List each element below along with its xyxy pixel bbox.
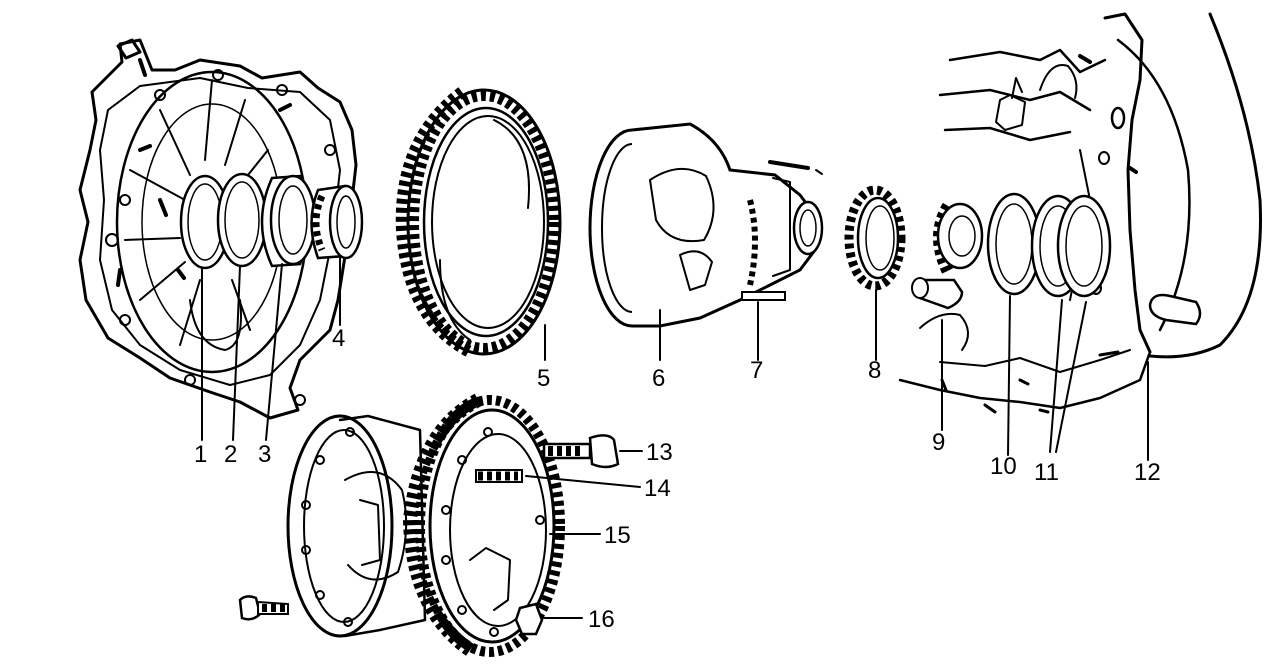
label-part-2: 2 — [224, 441, 237, 468]
part-4-taper-bearing — [310, 184, 364, 260]
part-hub-flange — [286, 414, 427, 638]
label-part-16: 16 — [588, 606, 615, 633]
label-part-3: 3 — [258, 441, 271, 468]
part-8-side-gear — [844, 185, 906, 361]
part-15-final-drive-gear — [402, 393, 565, 657]
part-10-shim — [986, 192, 1042, 456]
transmission-case — [898, 12, 1262, 461]
part-6-differential-housing — [588, 122, 824, 361]
label-part-5: 5 — [537, 365, 550, 392]
label-part-9: 9 — [932, 429, 945, 456]
part-7-pin — [741, 291, 786, 361]
transmission-cover-housing — [78, 38, 358, 420]
part-labels: 1 2 3 4 5 6 7 8 9 10 11 12 13 14 15 16 — [194, 325, 1161, 633]
label-part-13: 13 — [646, 439, 673, 466]
label-part-14: 14 — [644, 475, 671, 502]
part-16-nut — [514, 602, 583, 636]
label-part-15: 15 — [604, 522, 631, 549]
part-14-stud — [475, 469, 641, 488]
label-part-7: 7 — [750, 357, 763, 384]
leader-lines-1-4 — [201, 257, 341, 441]
part-1-shim — [179, 174, 231, 270]
label-part-8: 8 — [868, 357, 881, 384]
part-11-shims — [1030, 194, 1112, 453]
part-5-ring-gear — [395, 87, 562, 361]
part-9-planet-gear — [911, 202, 984, 431]
small-bolt — [238, 595, 289, 621]
part-2-shim — [216, 172, 268, 268]
part-3-bearing-race — [260, 174, 317, 268]
label-part-4: 4 — [332, 325, 345, 352]
label-part-1: 1 — [194, 441, 207, 468]
label-part-12: 12 — [1134, 459, 1161, 486]
part-13-bolt — [542, 434, 643, 469]
label-part-11: 11 — [1034, 459, 1059, 486]
label-part-10: 10 — [990, 453, 1017, 480]
label-part-6: 6 — [652, 365, 665, 392]
